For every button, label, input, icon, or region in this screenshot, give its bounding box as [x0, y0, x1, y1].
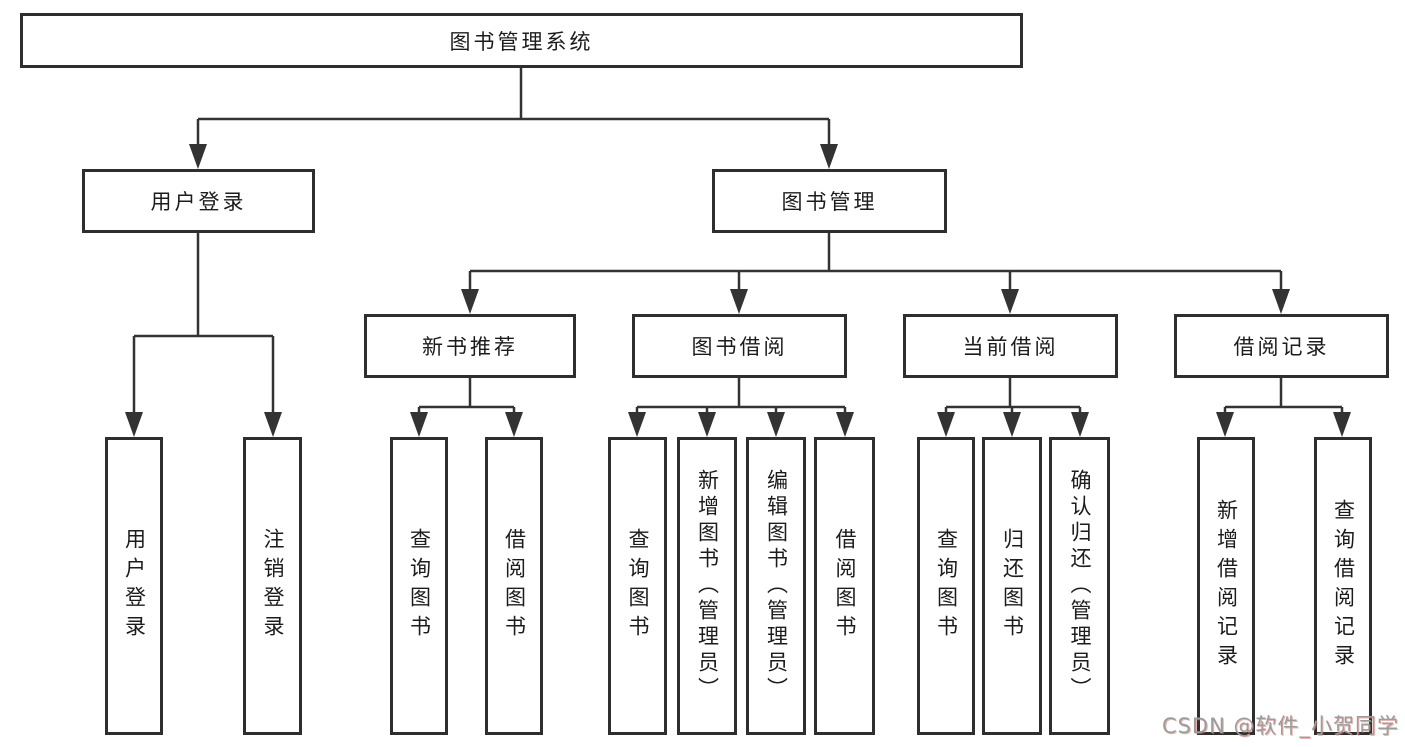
arrowhead	[698, 412, 716, 437]
leaf-borrowing-query-books: 查询图书	[608, 437, 667, 735]
arrowhead	[836, 412, 854, 437]
leaf-borrowing-borrow-books: 借阅图书	[814, 437, 875, 735]
arrowhead	[1216, 412, 1234, 437]
arrowhead	[410, 412, 428, 437]
leaf-current-return-books: 归还图书	[982, 437, 1042, 735]
leaf-records-query-borrow-record: 查询借阅记录	[1314, 437, 1372, 735]
arrowhead	[1071, 412, 1089, 437]
node-book-management: 图书管理	[712, 169, 947, 233]
leaf-borrowing-edit-books-admin: 编辑图书（管理员）	[746, 437, 806, 735]
arrowhead	[730, 289, 748, 314]
node-book-borrowing: 图书借阅	[632, 314, 847, 378]
leaf-current-query-books: 查询图书	[917, 437, 975, 735]
arrowhead	[125, 412, 143, 437]
arrowhead	[505, 412, 523, 437]
arrowhead	[264, 412, 282, 437]
node-user-login: 用户登录	[82, 169, 315, 233]
leaf-records-add-borrow-record: 新增借阅记录	[1197, 437, 1255, 735]
leaf-newrec-borrow-books: 借阅图书	[485, 437, 543, 735]
leaf-current-confirm-return-admin: 确认归还（管理员）	[1049, 437, 1110, 735]
arrowhead	[937, 412, 955, 437]
arrowhead	[628, 412, 646, 437]
node-borrowing-records: 借阅记录	[1174, 314, 1389, 378]
leaf-logout-login: 注销登录	[243, 437, 302, 735]
arrowhead	[1333, 412, 1351, 437]
arrowhead	[1003, 412, 1021, 437]
arrowhead	[767, 412, 785, 437]
arrowhead	[1001, 289, 1019, 314]
node-library-system: 图书管理系统	[20, 13, 1023, 68]
arrowheads	[125, 144, 1351, 437]
leaf-user-login: 用户登录	[105, 437, 163, 735]
node-current-borrowing: 当前借阅	[903, 314, 1118, 378]
arrowhead	[189, 144, 207, 169]
arrowhead	[1272, 289, 1290, 314]
node-new-book-recommend: 新书推荐	[364, 314, 576, 378]
arrowhead	[820, 144, 838, 169]
leaf-borrowing-add-books-admin: 新增图书（管理员）	[677, 437, 737, 735]
leaf-newrec-query-books: 查询图书	[390, 437, 448, 735]
csdn-watermark: CSDN @软件_小贺同学	[1161, 714, 1399, 738]
arrowhead	[461, 289, 479, 314]
